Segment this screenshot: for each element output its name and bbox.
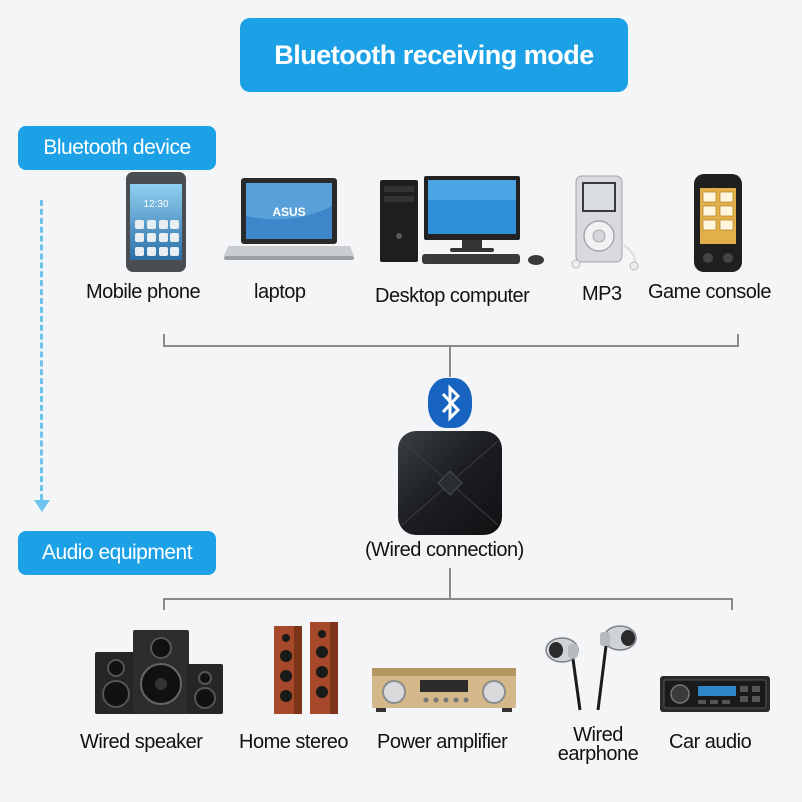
audio-label-wired-speaker: Wired speaker bbox=[80, 731, 203, 753]
page-title: Bluetooth receiving mode bbox=[240, 18, 628, 92]
center-label: (Wired connection) bbox=[365, 539, 524, 561]
device-label-mp3: MP3 bbox=[582, 283, 622, 305]
home-stereo-icon bbox=[274, 622, 338, 714]
bottom-bracket-horizontal bbox=[163, 598, 733, 600]
desktop-computer-icon bbox=[380, 176, 544, 265]
audio-equipment-label: Audio equipment bbox=[18, 531, 216, 575]
game-console-icon bbox=[694, 174, 742, 272]
bottom-bracket-right-tick bbox=[731, 598, 733, 610]
bottom-bracket-left-tick bbox=[163, 598, 165, 610]
flow-arrowhead bbox=[34, 500, 50, 512]
audio-label-wired-earphone-line2: earphone bbox=[557, 743, 639, 765]
mobile-phone-icon: 12:30 bbox=[126, 172, 186, 272]
svg-text:12:30: 12:30 bbox=[143, 199, 168, 210]
bluetooth-device-label: Bluetooth device bbox=[18, 126, 216, 170]
wired-earphone-icon bbox=[545, 625, 637, 711]
flow-dashed-line bbox=[40, 200, 43, 500]
top-bracket-horizontal bbox=[163, 345, 739, 347]
audio-label-wired-earphone: Wired earphone bbox=[548, 724, 648, 765]
car-audio-icon bbox=[660, 676, 770, 712]
mp3-player-icon bbox=[571, 175, 639, 271]
bluetooth-icon bbox=[428, 378, 472, 428]
power-amplifier-icon bbox=[372, 668, 516, 712]
device-label-game-console: Game console bbox=[648, 281, 771, 303]
audio-label-power-amplifier: Power amplifier bbox=[377, 731, 508, 753]
device-label-mobile-phone: Mobile phone bbox=[86, 281, 201, 303]
audio-label-wired-earphone-line1: Wired bbox=[573, 724, 623, 746]
device-label-laptop: laptop bbox=[254, 281, 306, 303]
device-label-desktop-computer: Desktop computer bbox=[375, 285, 530, 307]
bottom-bracket-stem bbox=[449, 568, 451, 599]
top-bracket-left-tick bbox=[163, 334, 165, 346]
laptop-brand: ASUS bbox=[272, 205, 305, 219]
top-bracket-right-tick bbox=[737, 334, 739, 346]
audio-label-home-stereo: Home stereo bbox=[239, 731, 349, 753]
receiver-device bbox=[398, 431, 502, 535]
audio-label-car-audio: Car audio bbox=[669, 731, 752, 753]
wired-speaker-icon bbox=[95, 630, 223, 714]
top-bracket-stem bbox=[449, 345, 451, 377]
laptop-icon: ASUS bbox=[224, 178, 354, 260]
